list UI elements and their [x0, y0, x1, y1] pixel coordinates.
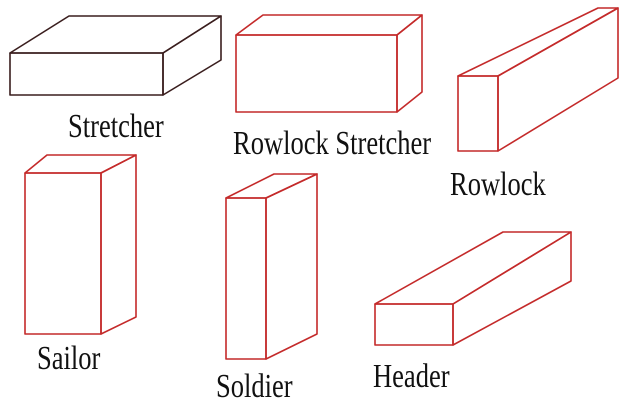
rowlock-stretcher-brick	[235, 14, 423, 113]
stretcher-brick	[9, 15, 222, 96]
rowlock-stretcher-top-face	[235, 14, 423, 36]
label-sailor: Sailor	[37, 340, 101, 377]
soldier-side-face	[265, 173, 318, 360]
header-brick	[374, 231, 572, 346]
sailor-side-face	[100, 154, 137, 335]
rowlock-stretcher-front-face	[235, 34, 398, 113]
label-soldier: Soldier	[216, 368, 293, 405]
soldier-front-face	[225, 197, 267, 360]
stretcher-front-face	[9, 52, 164, 96]
stretcher-top-face	[9, 15, 222, 54]
label-stretcher: Stretcher	[68, 108, 164, 145]
label-rowlock-stretcher: Rowlock Stretcher	[233, 125, 432, 162]
rowlock-top-face	[457, 7, 619, 77]
rowlock-stretcher-side-face	[396, 14, 423, 113]
sailor-front-face	[24, 172, 102, 335]
rowlock-side-face	[497, 7, 619, 152]
header-top-face	[374, 231, 572, 305]
rowlock-brick	[457, 7, 619, 152]
sailor-brick	[24, 154, 137, 335]
header-side-face	[452, 231, 572, 346]
soldier-brick	[225, 173, 318, 360]
rowlock-front-face	[457, 75, 499, 152]
soldier-top-face	[225, 173, 318, 199]
header-front-face	[374, 303, 454, 346]
label-rowlock: Rowlock	[450, 166, 546, 203]
label-header: Header	[373, 358, 450, 395]
stretcher-side-face	[162, 15, 222, 96]
